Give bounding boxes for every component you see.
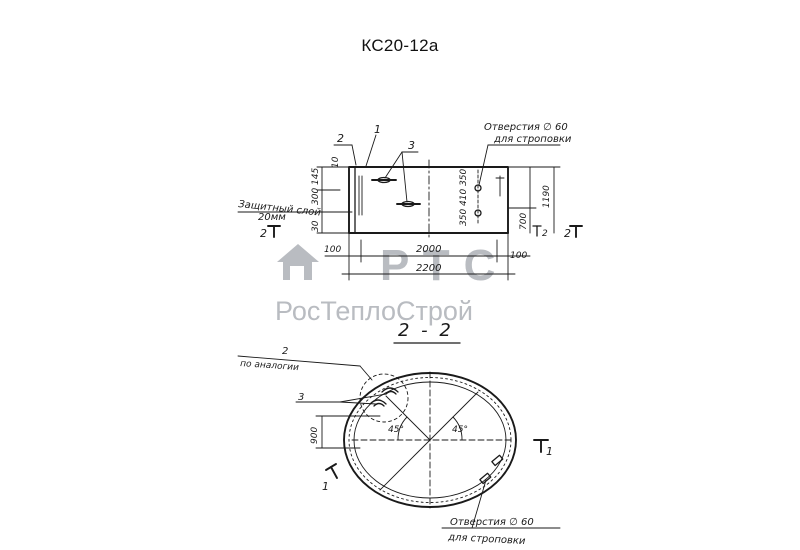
dim-100-left-label: 100 <box>324 245 341 255</box>
dim-2200-label: 2200 <box>416 263 441 274</box>
dim-10-label: 10 <box>331 156 341 168</box>
section-callout-3-leader-a <box>339 401 377 405</box>
ring-elevation-view: 2 1 3 Отверстия ∅ 60 для строповки Защит… <box>237 122 583 281</box>
section-mark-1-right: 1 <box>533 439 553 458</box>
section-mark-left: 2 <box>260 225 281 240</box>
callout-3-label: 3 <box>408 139 415 152</box>
angle-arc-left <box>397 416 408 441</box>
detail-circle <box>359 373 409 423</box>
page-title: КС20-12а <box>361 36 439 55</box>
dim-300-145-label: 300 145 <box>311 168 321 205</box>
section-mark-right: 2 <box>564 225 583 240</box>
section-holes-note-leader <box>471 479 487 529</box>
svg-text:2: 2 <box>260 227 267 240</box>
radial-line-lower-left <box>379 439 431 491</box>
ring-wall-outline <box>348 166 509 234</box>
section-loop-b <box>381 387 399 395</box>
dim-2000-label: 2000 <box>416 244 441 255</box>
section-hole-b <box>479 472 492 485</box>
dim-100-right-label: 100 <box>510 251 527 261</box>
section-hole-a <box>491 454 504 467</box>
section-callout-3-label: 3 <box>298 392 304 403</box>
watermark-house-icon <box>277 244 319 280</box>
section-mark-1-left: 1 <box>322 463 338 493</box>
svg-text:1: 1 <box>322 480 329 493</box>
holes-note-line-1: Отверстия ∅ 60 <box>484 122 568 133</box>
holes-note-line-2: для строповки <box>493 134 572 145</box>
angle-left-label: 45° <box>388 425 404 435</box>
section-holes-note-line-1: Отверстия ∅ 60 <box>450 517 534 528</box>
holes-note-leader <box>478 144 489 186</box>
callout-3-leader-b <box>401 151 408 203</box>
section-callout-2-note: по аналогии <box>240 359 300 373</box>
svg-text:2: 2 <box>564 227 571 240</box>
dim-1190-label: 1190 <box>542 185 552 208</box>
angle-right-label: 45° <box>452 425 468 435</box>
watermark: РТС РосТеплоСтрой <box>275 241 509 326</box>
section-callout-3-leader-b <box>339 393 387 403</box>
watermark-logo-text: РТС <box>380 241 509 290</box>
callout-2-leader <box>351 144 357 166</box>
dim-900-label: 900 <box>310 427 320 444</box>
svg-text:1: 1 <box>546 445 553 458</box>
dim-700-label: 700 <box>519 213 529 230</box>
callout-1-label: 1 <box>374 123 381 136</box>
dim-inner-label: 350 410 350 <box>459 168 469 226</box>
callout-2-label: 2 <box>337 132 344 145</box>
lifting-loop-lower <box>396 200 421 208</box>
section-callout-2-label: 2 <box>282 346 288 357</box>
section-loop-a <box>369 399 387 407</box>
right-small-mark-label: 2 <box>542 229 548 239</box>
protective-layer-line-2: 20мм <box>258 212 286 223</box>
callout-1-leader <box>365 134 377 167</box>
lifting-loop-upper <box>371 176 397 184</box>
watermark-company-name: РосТеплоСтрой <box>275 296 473 326</box>
dim-30-label: 30 <box>311 220 321 232</box>
section-callout-2-shelf <box>237 355 361 367</box>
radial-line-upper-right <box>429 391 479 441</box>
section-label: 2 - 2 <box>398 320 454 341</box>
callout-3-leader-a <box>384 151 403 179</box>
section-holes-note-line-2: для строповки <box>447 532 526 547</box>
radial-line-upper-left <box>385 395 431 441</box>
section-callout-2-leader <box>359 365 373 381</box>
section-2-2-view: 2 - 2 45° 45° 2 по аналогии <box>237 320 561 547</box>
angle-arc-right <box>452 416 463 441</box>
